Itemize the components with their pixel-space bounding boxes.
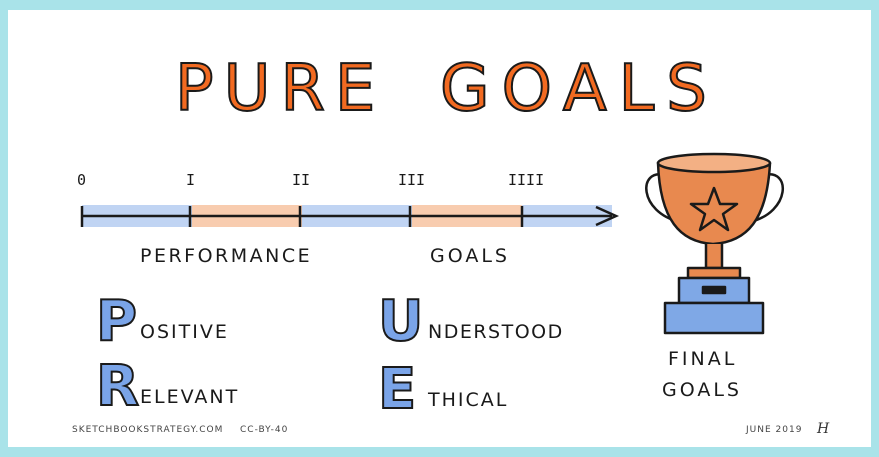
acronym-letters: P OSITIVE R ELEVANT U NDERSTOOD E THICAL <box>95 288 564 423</box>
word-positive: OSITIVE <box>140 321 229 343</box>
footer-date: JUNE 2019 <box>745 425 802 435</box>
word-relevant: ELEVANT <box>140 386 239 408</box>
letter-u-item: U NDERSTOOD <box>377 288 564 355</box>
trophy-icon <box>645 152 785 335</box>
big-letter-r: R <box>96 354 139 419</box>
timeline-axis <box>80 205 620 227</box>
letter-e-item: E THICAL <box>377 356 508 423</box>
footer-site: SKETCHBOOKSTRATEGY.COM <box>72 425 223 435</box>
big-letter-e: E <box>378 357 416 422</box>
timeline-label-goals: GOALS <box>430 245 510 267</box>
trophy-label-line1: FINAL <box>668 348 737 370</box>
letter-r-item: R ELEVANT <box>95 353 239 420</box>
trophy-label-line2: GOALS <box>662 379 742 401</box>
marker-0: 0 <box>77 171 86 189</box>
word-ethical: THICAL <box>427 389 508 411</box>
title: PURE GOALS <box>174 51 719 127</box>
big-letter-u: U <box>378 289 423 354</box>
title-word-goals: GOALS <box>440 52 719 126</box>
timeline-label-performance: PERFORMANCE <box>140 245 312 267</box>
marker-1: I <box>186 171 195 189</box>
word-understood: NDERSTOOD <box>428 321 564 343</box>
letter-p-item: P OSITIVE <box>95 288 229 355</box>
timeline-markers: 0 I II III IIII <box>77 171 544 189</box>
big-letter-p: P <box>96 289 137 354</box>
marker-4: IIII <box>508 171 544 189</box>
title-word-pure: PURE <box>175 52 385 126</box>
footer-license: CC-BY-40 <box>240 425 288 435</box>
marker-2: II <box>292 171 310 189</box>
marker-3: III <box>398 171 425 189</box>
footer-signature: H <box>816 421 830 437</box>
